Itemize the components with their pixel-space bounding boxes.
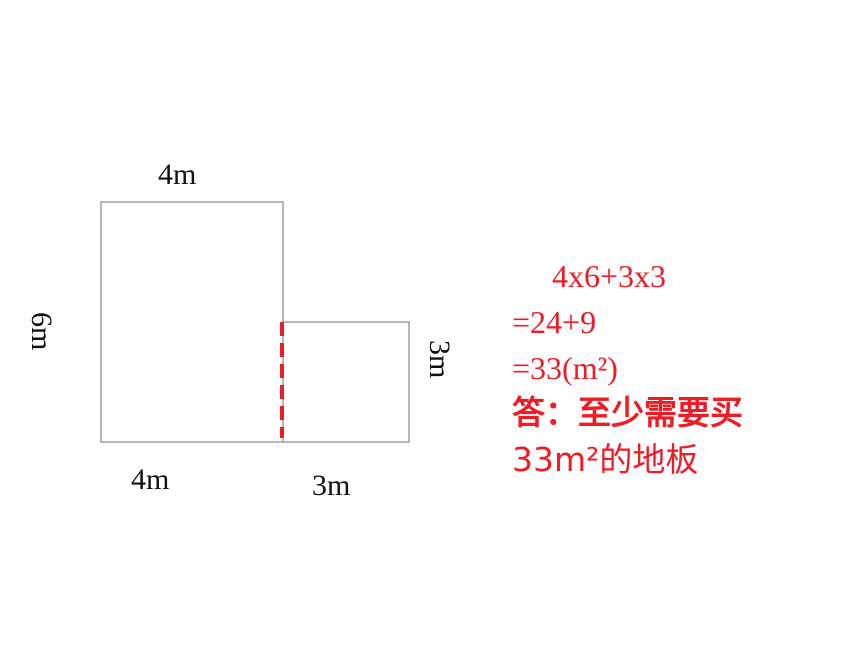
answer-line-2: 33m²的地板 (512, 440, 699, 479)
answer-line-1: 答：至少需要买 (512, 393, 743, 432)
calculation-line-2: =24+9 (512, 304, 597, 340)
right-height-label: 3m (423, 340, 456, 379)
left-height-label: 6m (25, 312, 58, 351)
top-width-label: 4m (158, 158, 197, 191)
small-rectangle (283, 321, 410, 443)
bottom-left-width-label: 4m (131, 463, 170, 496)
calculation-line-1: 4x6+3x3 (552, 258, 667, 294)
calculation-line-3: =33(m²) (512, 350, 618, 386)
large-rectangle (100, 201, 284, 443)
bottom-right-width-label: 3m (312, 469, 351, 502)
left-height-text: 6m (25, 312, 58, 351)
